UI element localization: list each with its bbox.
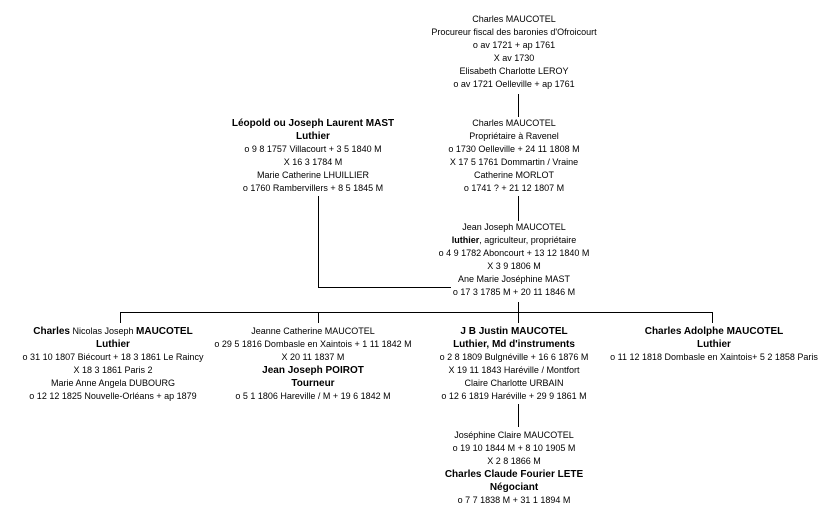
spouse-dates: o 5 1 1806 Hareville / M + 19 6 1842 M [235, 391, 391, 401]
person-dates: o 1730 Oelleville + 24 11 1808 M [448, 144, 580, 154]
person-jb-justin-maucotel: J B Justin MAUCOTEL Luthier, Md d'instru… [440, 325, 589, 403]
spouse-name: Marie Anne Angela DUBOURG [50, 378, 176, 388]
person-leopold-mast: Léopold ou Joseph Laurent MAST Luthier o… [232, 117, 394, 195]
person-dates: o 31 10 1807 Biécourt + 18 3 1861 Le Rai… [22, 352, 204, 362]
person-name: Jean Joseph MAUCOTEL [462, 222, 566, 232]
spouse-dates: o 12 12 1825 Nouvelle-Orléans + ap 1879 [29, 391, 197, 401]
marriage-info: X av 1730 [493, 53, 535, 63]
spouse-name: Elisabeth Charlotte LEROY [459, 66, 569, 76]
person-jeanne-catherine-maucotel: Jeanne Catherine MAUCOTEL o 29 5 1816 Do… [214, 325, 411, 403]
spouse-name: Claire Charlotte URBAIN [464, 378, 564, 388]
person-jean-joseph-maucotel: Jean Joseph MAUCOTEL luthier, agriculteu… [439, 221, 590, 299]
person-dates: o 11 12 1818 Dombasle en Xaintois+ 5 2 1… [610, 352, 818, 362]
person-name: Charles MAUCOTEL [472, 14, 556, 24]
name-first: Charles [33, 326, 70, 337]
marriage-info: X 20 11 1837 M [281, 352, 345, 362]
spouse-dates: o 12 6 1819 Haréville + 29 9 1861 M [441, 391, 587, 401]
person-dates: o 4 9 1782 Aboncourt + 13 12 1840 M [438, 248, 590, 258]
spouse-name: Ane Marie Joséphine MAST [457, 274, 571, 284]
marriage-info: X 19 11 1843 Haréville / Montfort [448, 365, 580, 375]
occupation-rest: , agriculteur, propriétaire [479, 235, 577, 245]
spouse-dates: o 7 7 1838 M + 31 1 1894 M [457, 495, 571, 505]
person-title: Propriétaire à Ravenel [469, 131, 559, 141]
person-name: Charles Nicolas Joseph MAUCOTEL [23, 325, 204, 338]
marriage-info: X 17 5 1761 Dommartin / Vraine [449, 157, 579, 167]
marriage-info: X 3 9 1806 M [487, 261, 541, 271]
marriage-info: X 16 3 1784 M [283, 157, 343, 167]
person-charles-nicolas-maucotel: Charles Nicolas Joseph MAUCOTEL Luthier … [23, 325, 204, 403]
spouse-name: Jean Joseph POIROT [262, 365, 364, 376]
spouse-occupation: Tourneur [291, 378, 335, 389]
person-charles-maucotel-sr: Charles MAUCOTEL Procureur fiscal des ba… [431, 13, 596, 91]
person-occupation: Luthier [96, 339, 130, 350]
name-last: MAUCOTEL [136, 326, 193, 337]
person-name: Charles MAUCOTEL [472, 118, 556, 128]
person-name: Charles Adolphe MAUCOTEL [644, 326, 784, 337]
name-middle: Nicolas Joseph [69, 326, 137, 336]
spouse-occupation: Négociant [489, 482, 539, 493]
person-name: J B Justin MAUCOTEL [460, 326, 568, 337]
person-dates: o 2 8 1809 Bulgnéville + 16 6 1876 M [439, 352, 589, 362]
person-charles-adolphe-maucotel: Charles Adolphe MAUCOTEL Luthier o 11 12… [610, 325, 818, 364]
person-dates: o 9 8 1757 Villacourt + 3 5 1840 M [244, 144, 382, 154]
person-name: Léopold ou Joseph Laurent MAST [231, 118, 395, 129]
spouse-name: Charles Claude Fourier LETE [444, 469, 584, 480]
spouse-name: Marie Catherine LHUILLIER [256, 170, 370, 180]
marriage-info: X 18 3 1861 Paris 2 [73, 365, 153, 375]
marriage-info: X 2 8 1866 M [487, 456, 541, 466]
person-dates: o 29 5 1816 Dombasle en Xaintois + 1 11 … [214, 339, 412, 349]
person-title: Procureur fiscal des baronies d'Ofroicou… [431, 27, 597, 37]
person-occupation: Luthier, Md d'instruments [453, 339, 575, 350]
person-josephine-claire-maucotel: Joséphine Claire MAUCOTEL o 19 10 1844 M… [445, 429, 583, 507]
person-occupation: Luthier [296, 131, 330, 142]
occupation-main: luthier [451, 235, 480, 245]
person-charles-maucotel-jr: Charles MAUCOTEL Propriétaire à Ravenel … [448, 117, 579, 195]
person-occupation: Luthier [697, 339, 731, 350]
person-name: Joséphine Claire MAUCOTEL [454, 430, 574, 440]
spouse-dates: o 1741 ? + 21 12 1807 M [463, 183, 565, 193]
spouse-dates: o 1760 Rambervillers + 8 5 1845 M [242, 183, 384, 193]
person-name: Jeanne Catherine MAUCOTEL [251, 326, 375, 336]
person-dates: o 19 10 1844 M + 8 10 1905 M [452, 443, 576, 453]
person-occupation: luthier, agriculteur, propriétaire [439, 234, 590, 247]
spouse-dates: o 17 3 1785 M + 20 11 1846 M [452, 287, 576, 297]
spouse-name: Catherine MORLOT [473, 170, 555, 180]
spouse-dates: o av 1721 Oelleville + ap 1761 [453, 79, 575, 89]
person-dates: o av 1721 + ap 1761 [472, 40, 556, 50]
